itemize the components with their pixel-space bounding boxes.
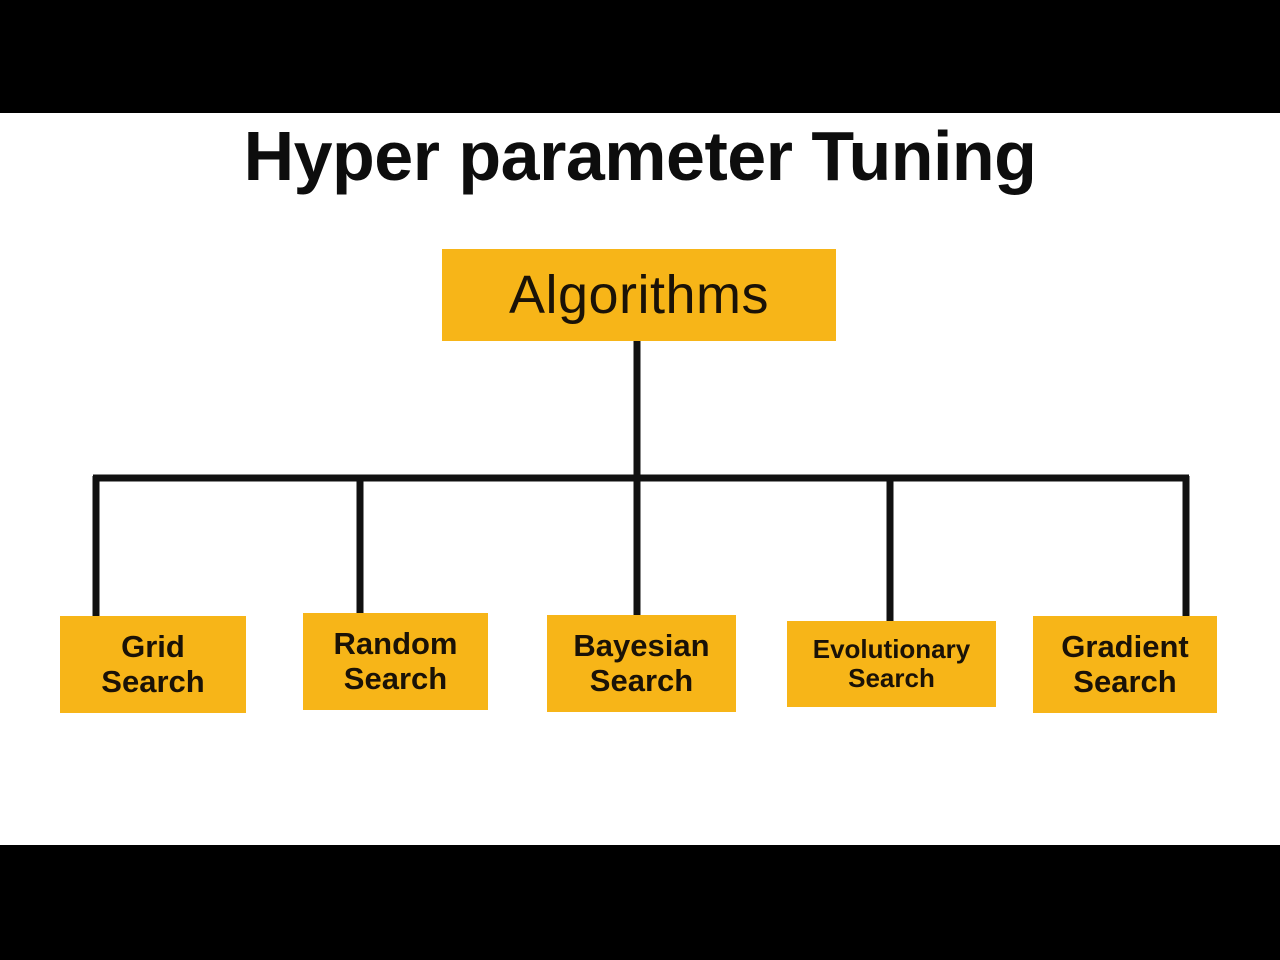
- node-bayesian-search-label: Bayesian Search: [567, 627, 715, 698]
- node-evolutionary-search-line1: Evolutionary: [812, 633, 971, 664]
- connector-lines: [92, 341, 1190, 621]
- letterbox-bar-top: [0, 0, 1280, 113]
- node-random-search-label: Random Search: [328, 625, 464, 696]
- node-evolutionary-search-label: Evolutionary Search: [807, 633, 976, 693]
- node-algorithms-label: Algorithms: [508, 265, 770, 325]
- node-grid-search-label: Grid Search: [95, 628, 210, 699]
- node-random-search[interactable]: Random Search: [303, 613, 488, 710]
- page-title: Hyper parameter Tuning: [243, 117, 1037, 195]
- node-bayesian-search-line1: Bayesian: [573, 627, 710, 663]
- node-gradient-search-label: Gradient Search: [1055, 628, 1194, 699]
- node-bayesian-search-line2: Search: [589, 662, 694, 698]
- node-random-search-line1: Random: [333, 625, 458, 661]
- diagram-area: Hyper parameter Tuning Algorithms Grid S…: [0, 113, 1280, 845]
- node-algorithms[interactable]: Algorithms: [442, 249, 836, 341]
- node-gradient-search-line2: Search: [1073, 663, 1177, 699]
- node-grid-search-line2: Search: [101, 663, 205, 699]
- node-grid-search-line1: Grid: [121, 628, 185, 664]
- node-evolutionary-search-line2: Search: [848, 663, 935, 693]
- node-gradient-search-line1: Gradient: [1061, 628, 1189, 664]
- letterbox-bar-bottom: [0, 845, 1280, 960]
- node-gradient-search[interactable]: Gradient Search: [1033, 616, 1217, 713]
- node-random-search-line2: Search: [343, 660, 448, 696]
- node-bayesian-search[interactable]: Bayesian Search: [547, 615, 736, 712]
- node-grid-search[interactable]: Grid Search: [60, 616, 246, 713]
- node-evolutionary-search[interactable]: Evolutionary Search: [787, 621, 996, 707]
